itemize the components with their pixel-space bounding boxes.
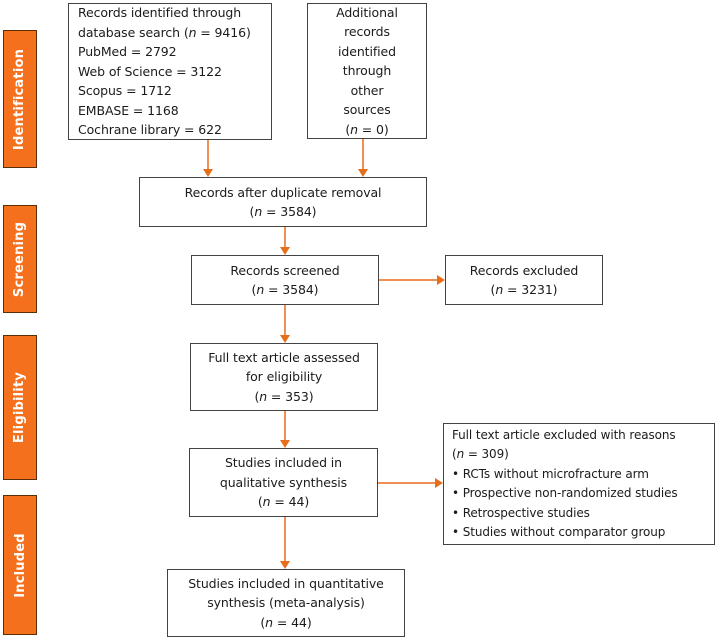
fulltext-excluded-reasons-box: Full text article excluded with reasons(…: [443, 423, 715, 545]
phase-label-identification-text: Identification: [12, 48, 28, 150]
arrowhead-down-icon: [280, 247, 290, 255]
arrowhead-down-icon: [280, 561, 290, 569]
arrow-line: [379, 279, 437, 281]
arrow-line: [284, 305, 286, 336]
phase-label-included-text: Included: [12, 532, 28, 598]
phase-label-eligibility: Eligibility: [3, 335, 37, 480]
arrowhead-down-icon: [280, 335, 290, 343]
phase-label-screening: Screening: [3, 205, 37, 313]
arrow-line: [284, 517, 286, 562]
phase-label-included: Included: [3, 495, 37, 635]
phase-label-eligibility-text: Eligibility: [12, 371, 28, 444]
arrow-line: [284, 227, 286, 248]
arrow-line: [378, 482, 435, 484]
phase-label-identification: Identification: [3, 30, 37, 168]
records-screened-box: Records screened(n = 3584): [191, 255, 379, 305]
arrowhead-right-icon: [435, 478, 443, 488]
records-excluded-box: Records excluded(n = 3231): [445, 255, 603, 305]
arrowhead-down-icon: [358, 169, 368, 177]
arrow-line: [362, 139, 364, 170]
duplicate-removal-box: Records after duplicate removal(n = 3584…: [139, 177, 427, 227]
phase-label-screening-text: Screening: [12, 221, 28, 297]
arrow-line: [284, 411, 286, 441]
arrowhead-down-icon: [203, 169, 213, 177]
arrowhead-down-icon: [280, 440, 290, 448]
arrowhead-right-icon: [437, 275, 445, 285]
arrow-line: [207, 140, 209, 170]
